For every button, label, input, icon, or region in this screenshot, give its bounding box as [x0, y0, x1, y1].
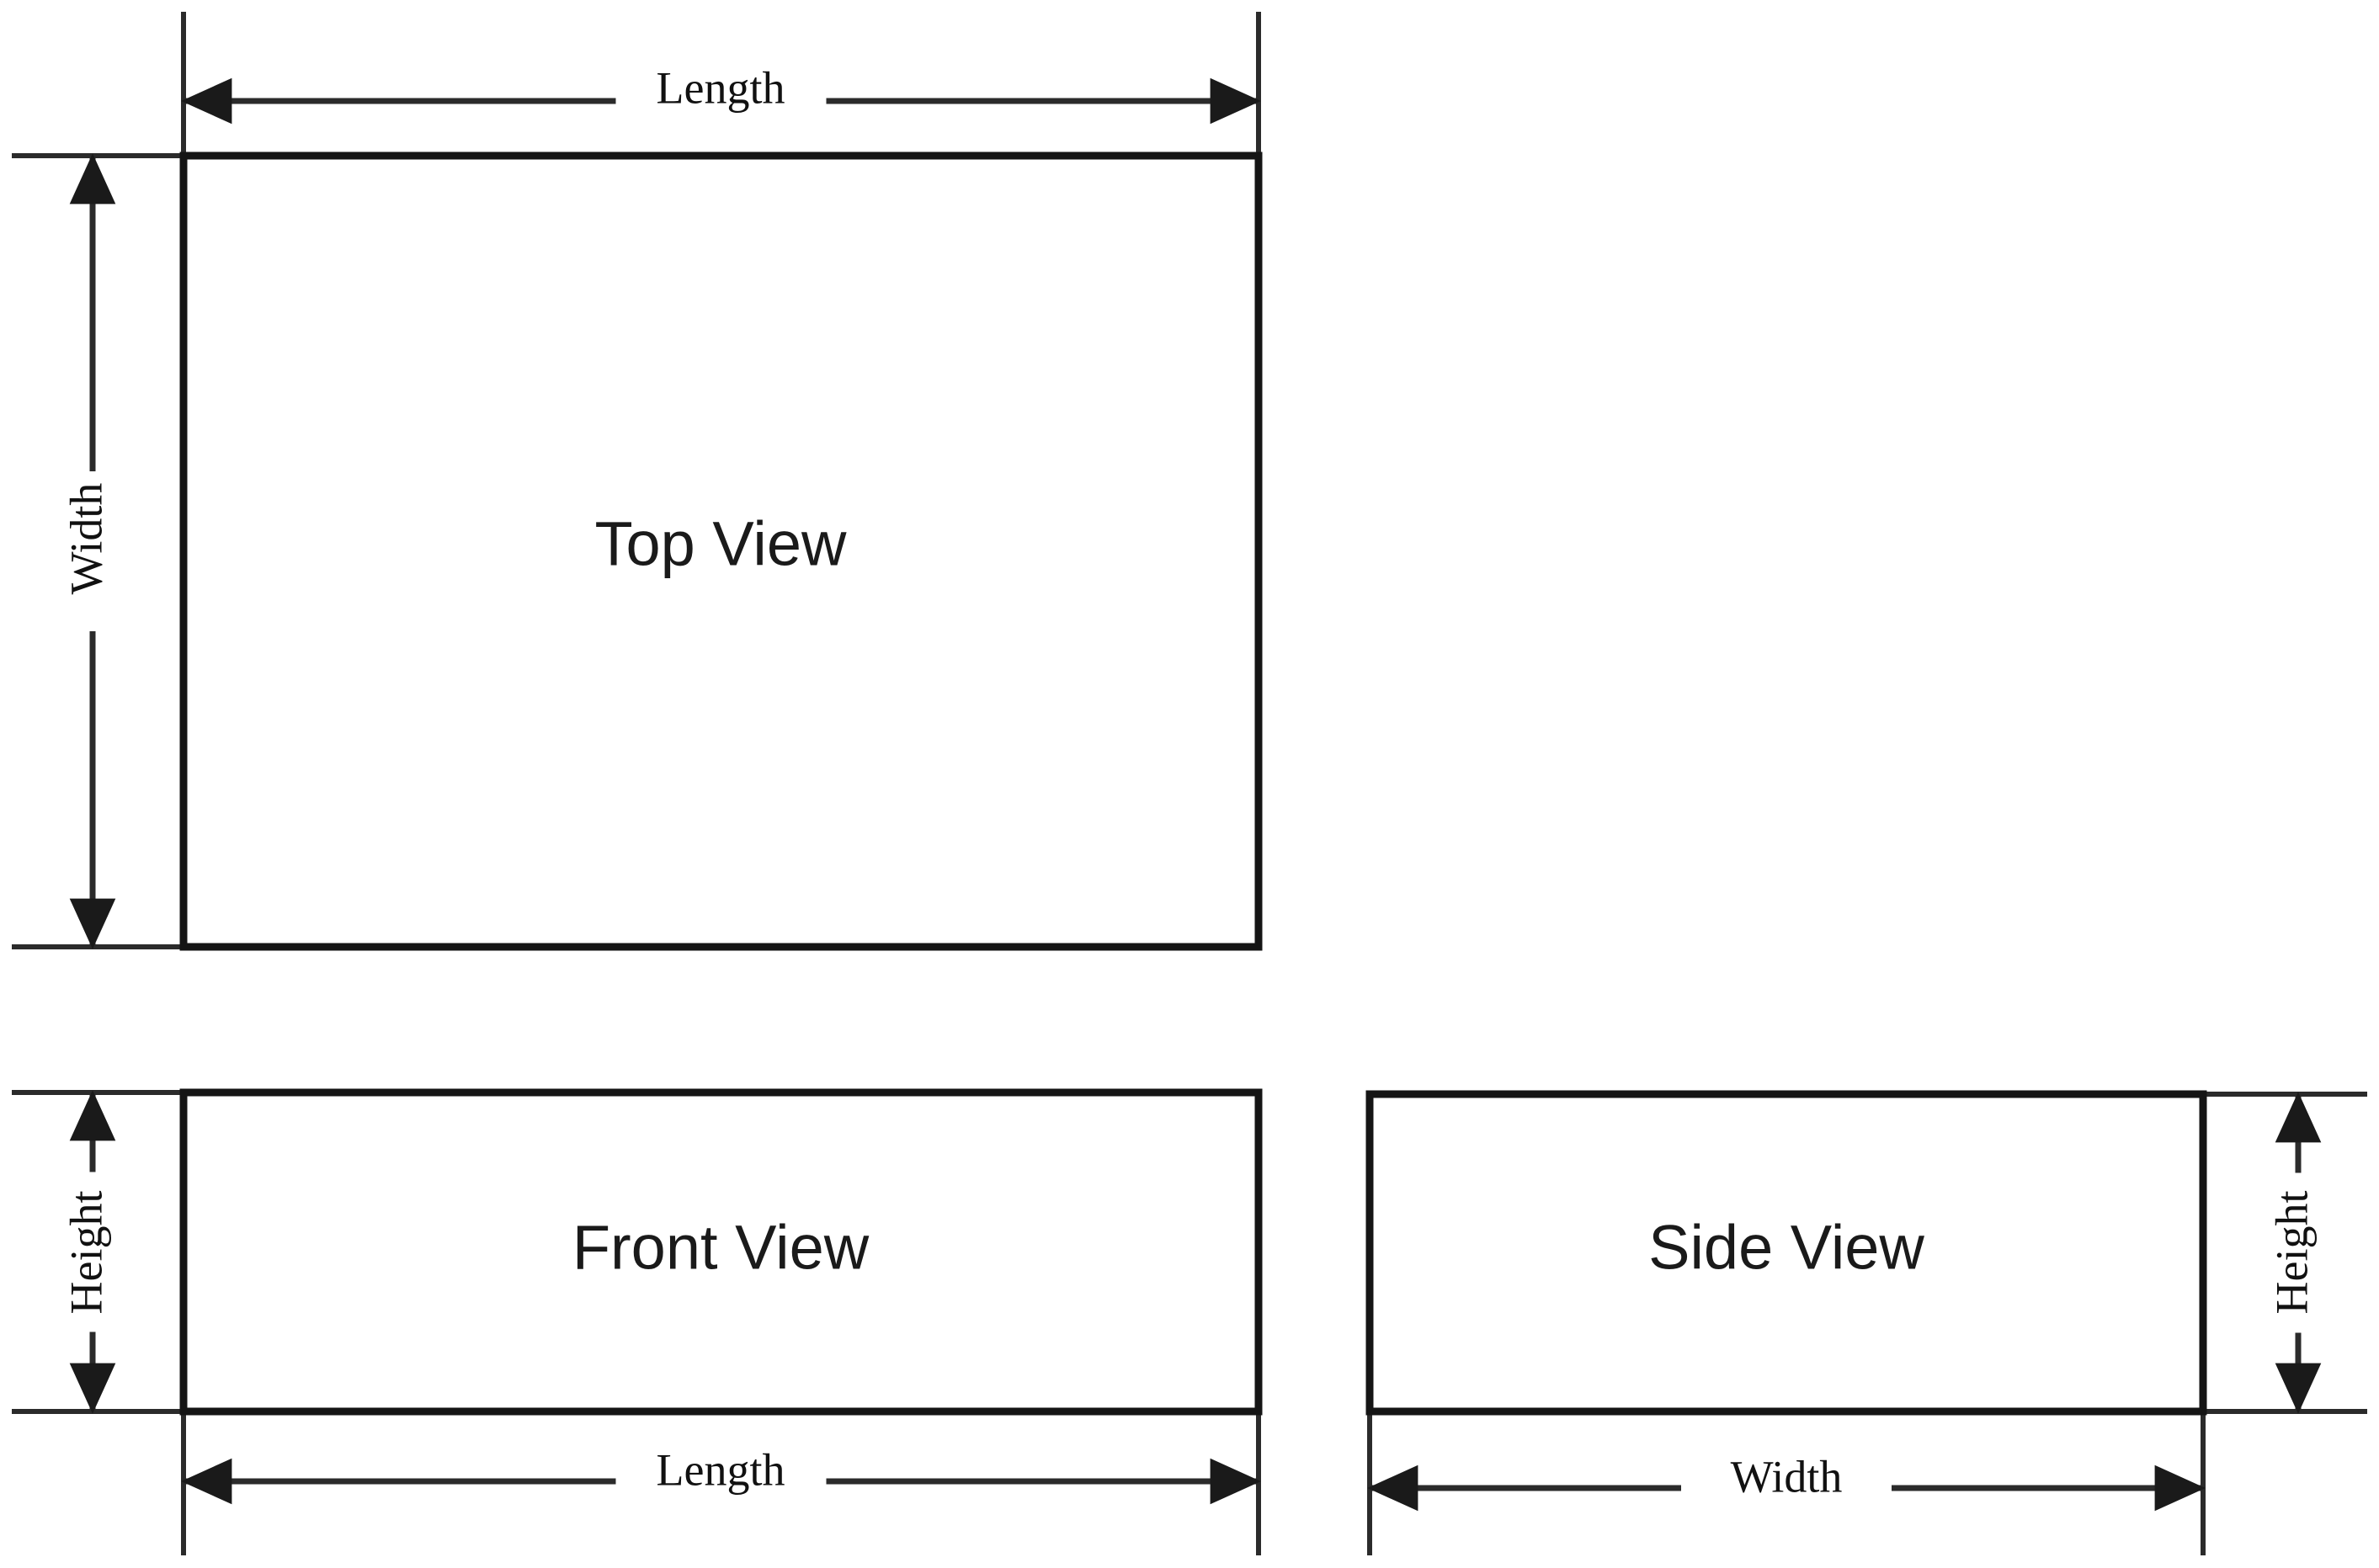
- extension-lines-group: [12, 12, 2367, 1555]
- dimension-label-height-right: Height: [2266, 1191, 2317, 1315]
- dimension-height-right: Height: [2266, 1092, 2322, 1414]
- top-view-rectangle[interactable]: [179, 151, 1263, 951]
- dimension-width-left: Width: [61, 153, 116, 949]
- dimension-label-length-bottom: Length: [657, 1444, 785, 1495]
- side-view-rectangle[interactable]: [1365, 1090, 2207, 1416]
- dimension-label-width-bottom: Width: [1731, 1451, 1843, 1502]
- side-view-label: Side View: [1648, 1213, 1924, 1283]
- dimension-label-width-left: Width: [61, 483, 111, 595]
- dimension-label-length-top: Length: [657, 62, 785, 113]
- front-view-rectangle[interactable]: [179, 1088, 1263, 1416]
- view-outlines-group: [179, 151, 2207, 1416]
- dimension-length-bottom: Length: [181, 1444, 1261, 1505]
- dimension-width-bottom: Width: [1367, 1451, 2206, 1512]
- dimension-length-top: Length: [181, 62, 1261, 125]
- dimension-height-left: Height: [61, 1090, 116, 1414]
- view-labels-group: Top View Front View Side View: [572, 509, 1925, 1283]
- top-view-label: Top View: [595, 509, 847, 579]
- dimension-label-height-left: Height: [61, 1191, 111, 1315]
- front-view-label: Front View: [572, 1213, 870, 1283]
